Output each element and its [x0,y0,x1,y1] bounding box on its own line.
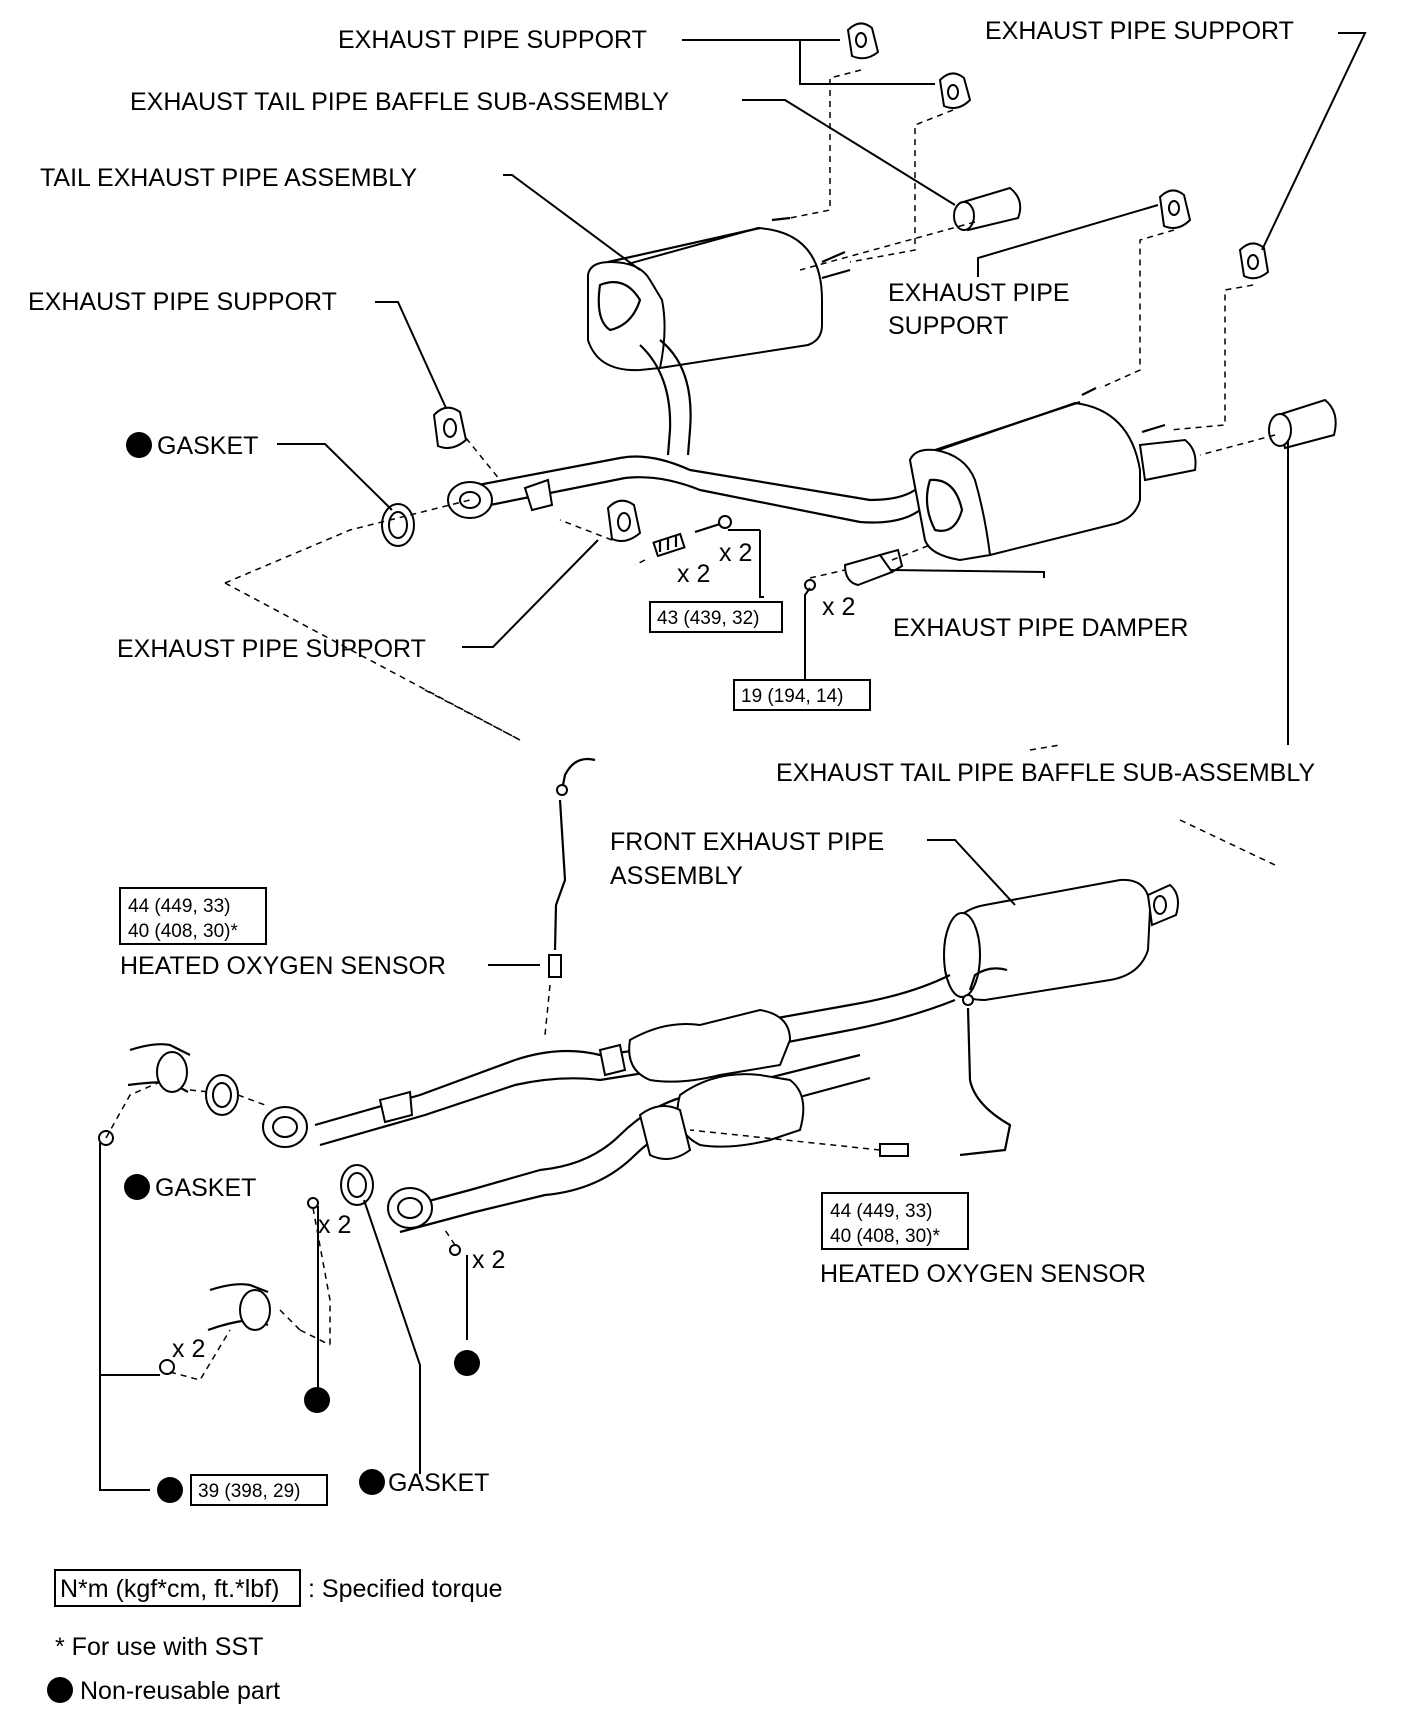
label-exhaust-pipe-support-mid-2: SUPPORT [888,312,1008,340]
label-heated-oxygen-sensor-left: HEATED OXYGEN SENSOR [120,952,446,980]
torque-o2-right-1: 44 (449, 33) [830,1201,932,1222]
legend-torque-box-text: N*m (kgf*cm, ft.*lbf) [60,1575,279,1603]
torque-damper-bolt: 19 (194, 14) [741,686,843,707]
label-exhaust-pipe-support-mid-1: EXHAUST PIPE [888,279,1070,307]
oxygen-sensor-parts [548,757,1012,1157]
qty-damper: x 2 [822,593,855,621]
label-heated-oxygen-sensor-right: HEATED OXYGEN SENSOR [820,1260,1146,1288]
label-gasket-left: GASKET [155,1174,256,1202]
label-front-exhaust-pipe-2: ASSEMBLY [610,862,743,890]
torque-o2-left-2: 40 (408, 30)* [128,921,238,942]
torque-boxes: 43 (439, 32) 19 (194, 14) 44 (449, 33) 4… [119,601,969,1506]
assembly-dash-lines-lower [105,984,881,1381]
assembly-dash-lines-upper [224,69,1276,866]
lower-nut-bolt-parts [98,1130,461,1375]
nonreusable-dot-gasket-bottom [359,1469,385,1495]
label-gasket-bottom: GASKET [388,1469,489,1497]
qty-nut-lower: x 2 [172,1335,205,1363]
qty-bolt-upper: x 2 [719,539,752,567]
nonreusable-dot-nut-bottom [157,1477,183,1503]
leader-lines [99,32,1367,1491]
qty-bolt-left: x 2 [318,1211,351,1239]
label-baffle-top: EXHAUST TAIL PIPE BAFFLE SUB-ASSEMBLY [130,88,669,116]
label-exhaust-pipe-support-top-right: EXHAUST PIPE SUPPORT [985,17,1294,45]
gasket-lower-parts [205,1074,374,1206]
label-front-exhaust-pipe-1: FRONT EXHAUST PIPE [610,828,884,856]
nonreusable-dot-bolt-mid [454,1350,480,1376]
torque-spring-bolt: 43 (439, 32) [657,608,759,629]
label-exhaust-pipe-support-lower: EXHAUST PIPE SUPPORT [117,635,426,663]
nonreusable-dot-gasket-left [124,1174,150,1200]
legend-nonreusable-text: Non-reusable part [80,1677,280,1705]
label-exhaust-pipe-support-left: EXHAUST PIPE SUPPORT [28,288,337,316]
torque-nut-bottom: 39 (398, 29) [198,1481,300,1502]
label-baffle-right: EXHAUST TAIL PIPE BAFFLE SUB-ASSEMBLY [776,759,1315,787]
qty-bolt-mid: x 2 [472,1246,505,1274]
spring-and-bolt-parts [652,515,732,558]
nonreusable-dot-gasket-upper [126,432,152,458]
legend: N*m (kgf*cm, ft.*lbf) : Specified torque… [47,1569,503,1705]
legend-nonreusable-dot [47,1677,73,1703]
front-exhaust-pipe-assembly [262,878,1179,1234]
tail-exhaust-pipe-assembly [447,216,1197,562]
label-tail-exhaust-pipe: TAIL EXHAUST PIPE ASSEMBLY [40,164,417,192]
non-reusable-markers [124,432,480,1503]
label-exhaust-pipe-support-top: EXHAUST PIPE SUPPORT [338,26,647,54]
legend-torque-text: : Specified torque [308,1575,503,1603]
label-gasket-upper: GASKET [157,432,258,460]
part-labels: EXHAUST PIPE SUPPORT EXHAUST PIPE SUPPOR… [28,17,1315,1497]
legend-torque-box [54,1569,301,1607]
tail-pipe-baffle-parts [953,186,1337,450]
legend-sst-note: * For use with SST [55,1633,263,1661]
label-exhaust-pipe-damper: EXHAUST PIPE DAMPER [893,614,1188,642]
exhaust-pipe-damper-part [804,548,904,591]
exhaust-manifold-stubs [127,1043,271,1332]
gasket-upper-part [381,503,415,547]
qty-spring: x 2 [677,560,710,588]
torque-o2-right-2: 40 (408, 30)* [830,1226,940,1247]
exhaust-pipe-support-parts [432,22,1270,542]
torque-o2-left-1: 44 (449, 33) [128,896,230,917]
quantity-labels: x 2 x 2 x 2 x 2 x 2 x 2 [172,539,855,1363]
nonreusable-dot-bolt-left [304,1387,330,1413]
